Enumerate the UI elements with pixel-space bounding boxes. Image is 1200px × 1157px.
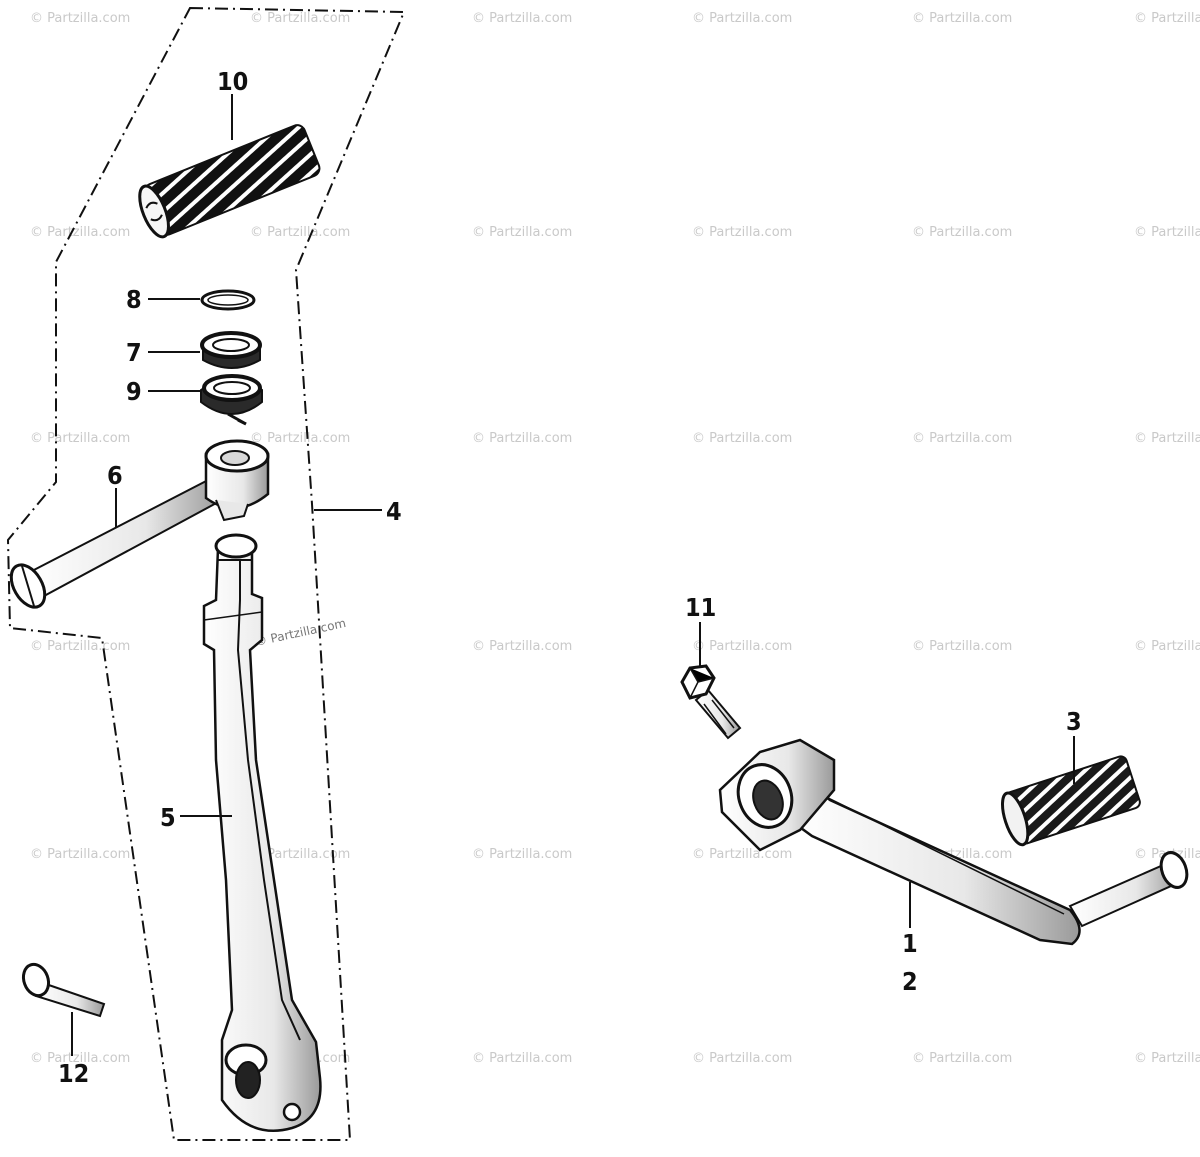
- leader-lines: [71, 94, 1075, 1056]
- callout-7: 7: [126, 338, 142, 367]
- circlip: [200, 289, 256, 311]
- callout-3: 3: [1066, 707, 1082, 736]
- gearshift-bolt: [680, 664, 742, 740]
- callout-8: 8: [126, 285, 142, 314]
- watermark: © Partzilla.com: [472, 1051, 572, 1066]
- callout-2: 2: [902, 967, 918, 996]
- kick-pivot-bolt: [9, 439, 270, 609]
- kick-starter-arm: [202, 533, 322, 1132]
- callout-1: 1: [902, 929, 918, 958]
- watermark: © Partzilla.com: [30, 225, 130, 240]
- callout-11: 11: [685, 593, 716, 622]
- watermark: © Partzilla.com: [472, 225, 572, 240]
- watermark: © Partzilla.com: [472, 639, 572, 654]
- watermark-layer: © Partzilla.com © Partzilla.com © Partzi…: [30, 11, 1200, 1066]
- watermark: © Partzilla.com: [692, 1051, 792, 1066]
- watermark: © Partzilla.com: [30, 11, 130, 26]
- gearshift-pedal-rubber: [1000, 755, 1141, 847]
- watermark: © Partzilla.com: [1134, 639, 1200, 654]
- watermark: © Partzilla.com: [250, 847, 350, 862]
- callout-9: 9: [126, 377, 142, 406]
- callout-4: 4: [386, 497, 402, 526]
- kick-collar: [200, 331, 262, 369]
- callout-10: 10: [217, 67, 248, 96]
- watermark: © Partzilla.com: [30, 639, 130, 654]
- watermark: © Partzilla.com: [30, 1051, 130, 1066]
- pinch-bolt: [21, 962, 106, 1018]
- callout-6: 6: [107, 461, 123, 490]
- watermark: © Partzilla.com: [472, 11, 572, 26]
- gear-change-pedal: [718, 738, 1189, 946]
- assembly-boundary: [6, 6, 406, 1141]
- watermark: © Partzilla.com: [912, 1051, 1012, 1066]
- watermark: © Partzilla.com: [1134, 11, 1200, 26]
- watermark: © Partzilla.com: [692, 11, 792, 26]
- watermark: © Partzilla.com: [472, 431, 572, 446]
- watermark: © Partzilla.com: [912, 225, 1012, 240]
- watermark: © Partzilla.com: [692, 639, 792, 654]
- watermark: © Partzilla.com: [250, 225, 350, 240]
- watermark: © Partzilla.com: [692, 225, 792, 240]
- kick-pedal-rubber: [138, 124, 321, 239]
- watermark: © Partzilla.com: [1134, 225, 1200, 240]
- watermark: © Partzilla.com: [250, 431, 350, 446]
- callout-12: 12: [58, 1059, 89, 1088]
- watermark: © Partzilla.com: [254, 616, 347, 649]
- watermark: © Partzilla.com: [1134, 431, 1200, 446]
- kick-spring: [200, 374, 263, 426]
- watermark: © Partzilla.com: [912, 11, 1012, 26]
- watermark: © Partzilla.com: [250, 11, 350, 26]
- watermark: © Partzilla.com: [912, 431, 1012, 446]
- watermark: © Partzilla.com: [692, 431, 792, 446]
- watermark: © Partzilla.com: [30, 847, 130, 862]
- watermark: © Partzilla.com: [692, 847, 792, 862]
- watermark: © Partzilla.com: [472, 847, 572, 862]
- watermark: © Partzilla.com: [30, 431, 130, 446]
- callout-labels: 10 8 7 9 6 4 5 12 11 3 1 2: [58, 67, 1082, 1088]
- callout-5: 5: [160, 803, 176, 832]
- watermark: © Partzilla.com: [912, 639, 1012, 654]
- watermark: © Partzilla.com: [1134, 1051, 1200, 1066]
